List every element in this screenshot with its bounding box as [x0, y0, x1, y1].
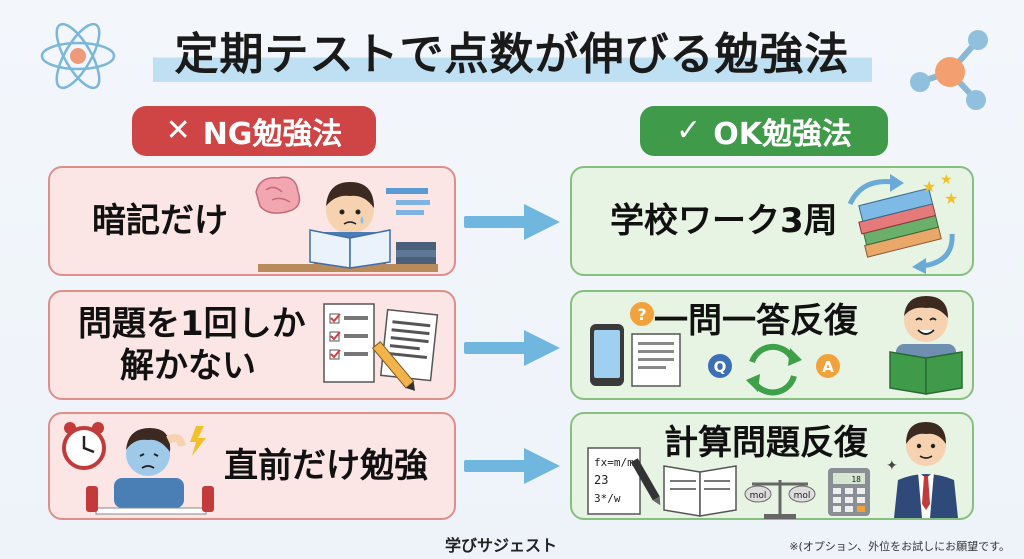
question-mark-icon: ?: [637, 305, 646, 324]
q-bubble: Q: [714, 358, 727, 376]
ng-label-solve-once: 問題を1回しか 解かない: [78, 303, 306, 388]
student-suit-illustration: ✦: [886, 422, 958, 518]
ok-label-qa: 一問一答反復: [654, 301, 858, 341]
ng-header-badge: ✕ NG勉強法: [132, 106, 376, 156]
arrow-right-icon: [464, 204, 560, 240]
ng-label-memorize: 暗記だけ: [92, 200, 228, 241]
formula-3: 3*/w: [594, 492, 621, 505]
a-bubble: A: [822, 358, 834, 376]
check-icon: ✓: [676, 113, 702, 148]
arrow-right-icon: [464, 448, 560, 484]
footer-note: ※(オプション、外位をお試しにお願望です。: [789, 540, 1010, 553]
ok-header-label: OK勉強法: [713, 117, 852, 152]
calculator-icon: 18: [828, 468, 870, 516]
page-title: 定期テストで点数が伸びる勉強法: [152, 18, 872, 82]
cross-icon: ✕: [165, 113, 191, 148]
calc-display: 18: [851, 475, 861, 484]
mol-left-label: mol: [750, 491, 767, 501]
qa-cycle-illustration: Q A: [708, 343, 840, 396]
stressed-student-illustration: [62, 422, 214, 515]
ok-label-calc: 計算問題反復: [664, 423, 868, 463]
ng-header-label: NG勉強法: [202, 117, 343, 152]
atom-icon: [40, 22, 116, 90]
svg-text:★: ★: [944, 189, 958, 208]
stacked-books-illustration: ★ ★ ★: [847, 172, 958, 274]
checklist-illustration: [323, 303, 439, 391]
ng-label-solve-once-line1: 問題を1回しか: [78, 303, 306, 344]
mol-right-label: mol: [794, 491, 811, 501]
ok-label-workbook: 学校ワーク3周: [610, 200, 838, 241]
ng-label-cram: 直前だけ勉強: [224, 445, 428, 486]
svg-text:✦: ✦: [886, 458, 898, 474]
math-worksheet-illustration: fx=m/m 23 3*/w: [587, 447, 737, 517]
formula-2: 23: [594, 473, 608, 487]
student-studying-illustration: [255, 176, 438, 272]
ng-label-solve-once-line2: 解かない: [120, 346, 256, 386]
student-reading-illustration: [889, 296, 963, 395]
molecule-icon: [910, 30, 988, 110]
svg-text:★: ★: [940, 172, 953, 188]
ok-header-badge: ✓ OK勉強法: [640, 106, 888, 156]
svg-text:★: ★: [922, 177, 936, 196]
balance-scale-illustration: mol mol: [744, 480, 816, 519]
phone-notebook-illustration: ?: [590, 302, 681, 387]
formula-1: fx=m/m: [594, 456, 634, 469]
arrow-right-icon: [464, 330, 560, 366]
footer-brand: 学びサジェスト: [445, 536, 558, 555]
